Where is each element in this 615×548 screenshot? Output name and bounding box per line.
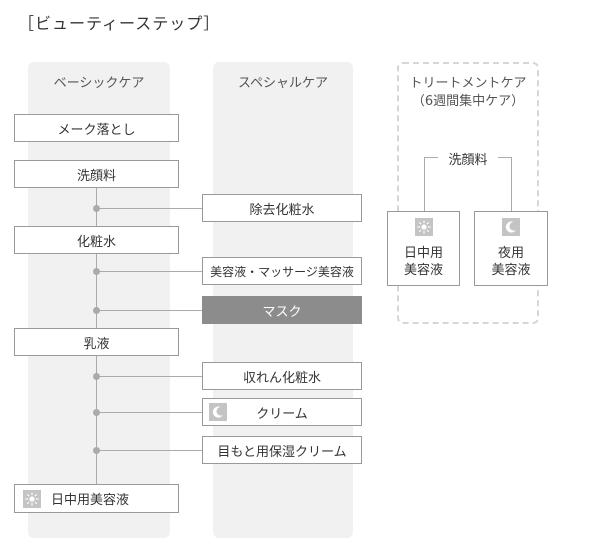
connector-line xyxy=(96,376,202,377)
basic-care-heading: ベーシックケア xyxy=(53,76,145,91)
connector-dot xyxy=(93,268,100,275)
step-mask: マスク xyxy=(202,296,362,324)
connector-dot xyxy=(93,447,100,454)
moon-icon xyxy=(209,403,227,421)
special-care-heading: スペシャルケア xyxy=(237,76,329,91)
connector-line xyxy=(96,450,202,451)
treatment-care-heading: トリートメントケア xyxy=(409,76,527,91)
connector-dot xyxy=(93,409,100,416)
treatment-care-panel xyxy=(397,62,539,324)
step-makeup-remover: メーク落とし xyxy=(14,114,179,142)
sun-icon xyxy=(415,218,433,236)
step-eye-cream: 目もと用保湿クリーム xyxy=(202,436,362,464)
connector-line xyxy=(96,356,97,484)
step-toner: 化粧水 xyxy=(14,226,179,254)
moon-icon xyxy=(502,218,520,236)
connector-line xyxy=(96,254,97,330)
treatment-night-essence: 夜用 美容液 xyxy=(474,211,548,286)
treatment-day-essence: 日中用 美容液 xyxy=(387,211,460,286)
treatment-night-label-2: 美容液 xyxy=(491,263,531,278)
step-emulsion: 乳液 xyxy=(14,328,179,356)
page-title: ［ビューティーステップ］ xyxy=(18,14,221,33)
treatment-cleanser-label: 洗顔料 xyxy=(438,149,498,168)
connector-line xyxy=(96,208,202,209)
connector-line xyxy=(96,310,202,311)
treatment-night-label-1: 夜用 xyxy=(497,246,524,261)
step-day-essence: 日中用美容液 xyxy=(14,484,179,513)
connector-line xyxy=(511,157,512,212)
step-cream-label: クリーム xyxy=(256,406,308,422)
connector-dot xyxy=(93,205,100,212)
step-massage-essence: 美容液・マッサージ美容液 xyxy=(202,257,362,285)
treatment-care-subheading: （6週間集中ケア） xyxy=(411,94,525,109)
sun-icon xyxy=(23,489,41,508)
step-day-essence-label: 日中用美容液 xyxy=(51,493,130,508)
connector-dot xyxy=(93,307,100,314)
step-astringent: 収れん化粧水 xyxy=(202,362,362,390)
connector-line xyxy=(96,412,202,413)
treatment-day-label-1: 日中用 xyxy=(403,246,443,261)
connector-line xyxy=(96,271,202,272)
connector-dot xyxy=(93,373,100,380)
connector-line xyxy=(424,157,425,212)
step-remover-toner: 除去化粧水 xyxy=(202,194,362,222)
step-cleanser: 洗顔料 xyxy=(14,160,179,188)
step-cream: クリーム xyxy=(202,398,362,426)
treatment-day-label-2: 美容液 xyxy=(403,263,443,278)
